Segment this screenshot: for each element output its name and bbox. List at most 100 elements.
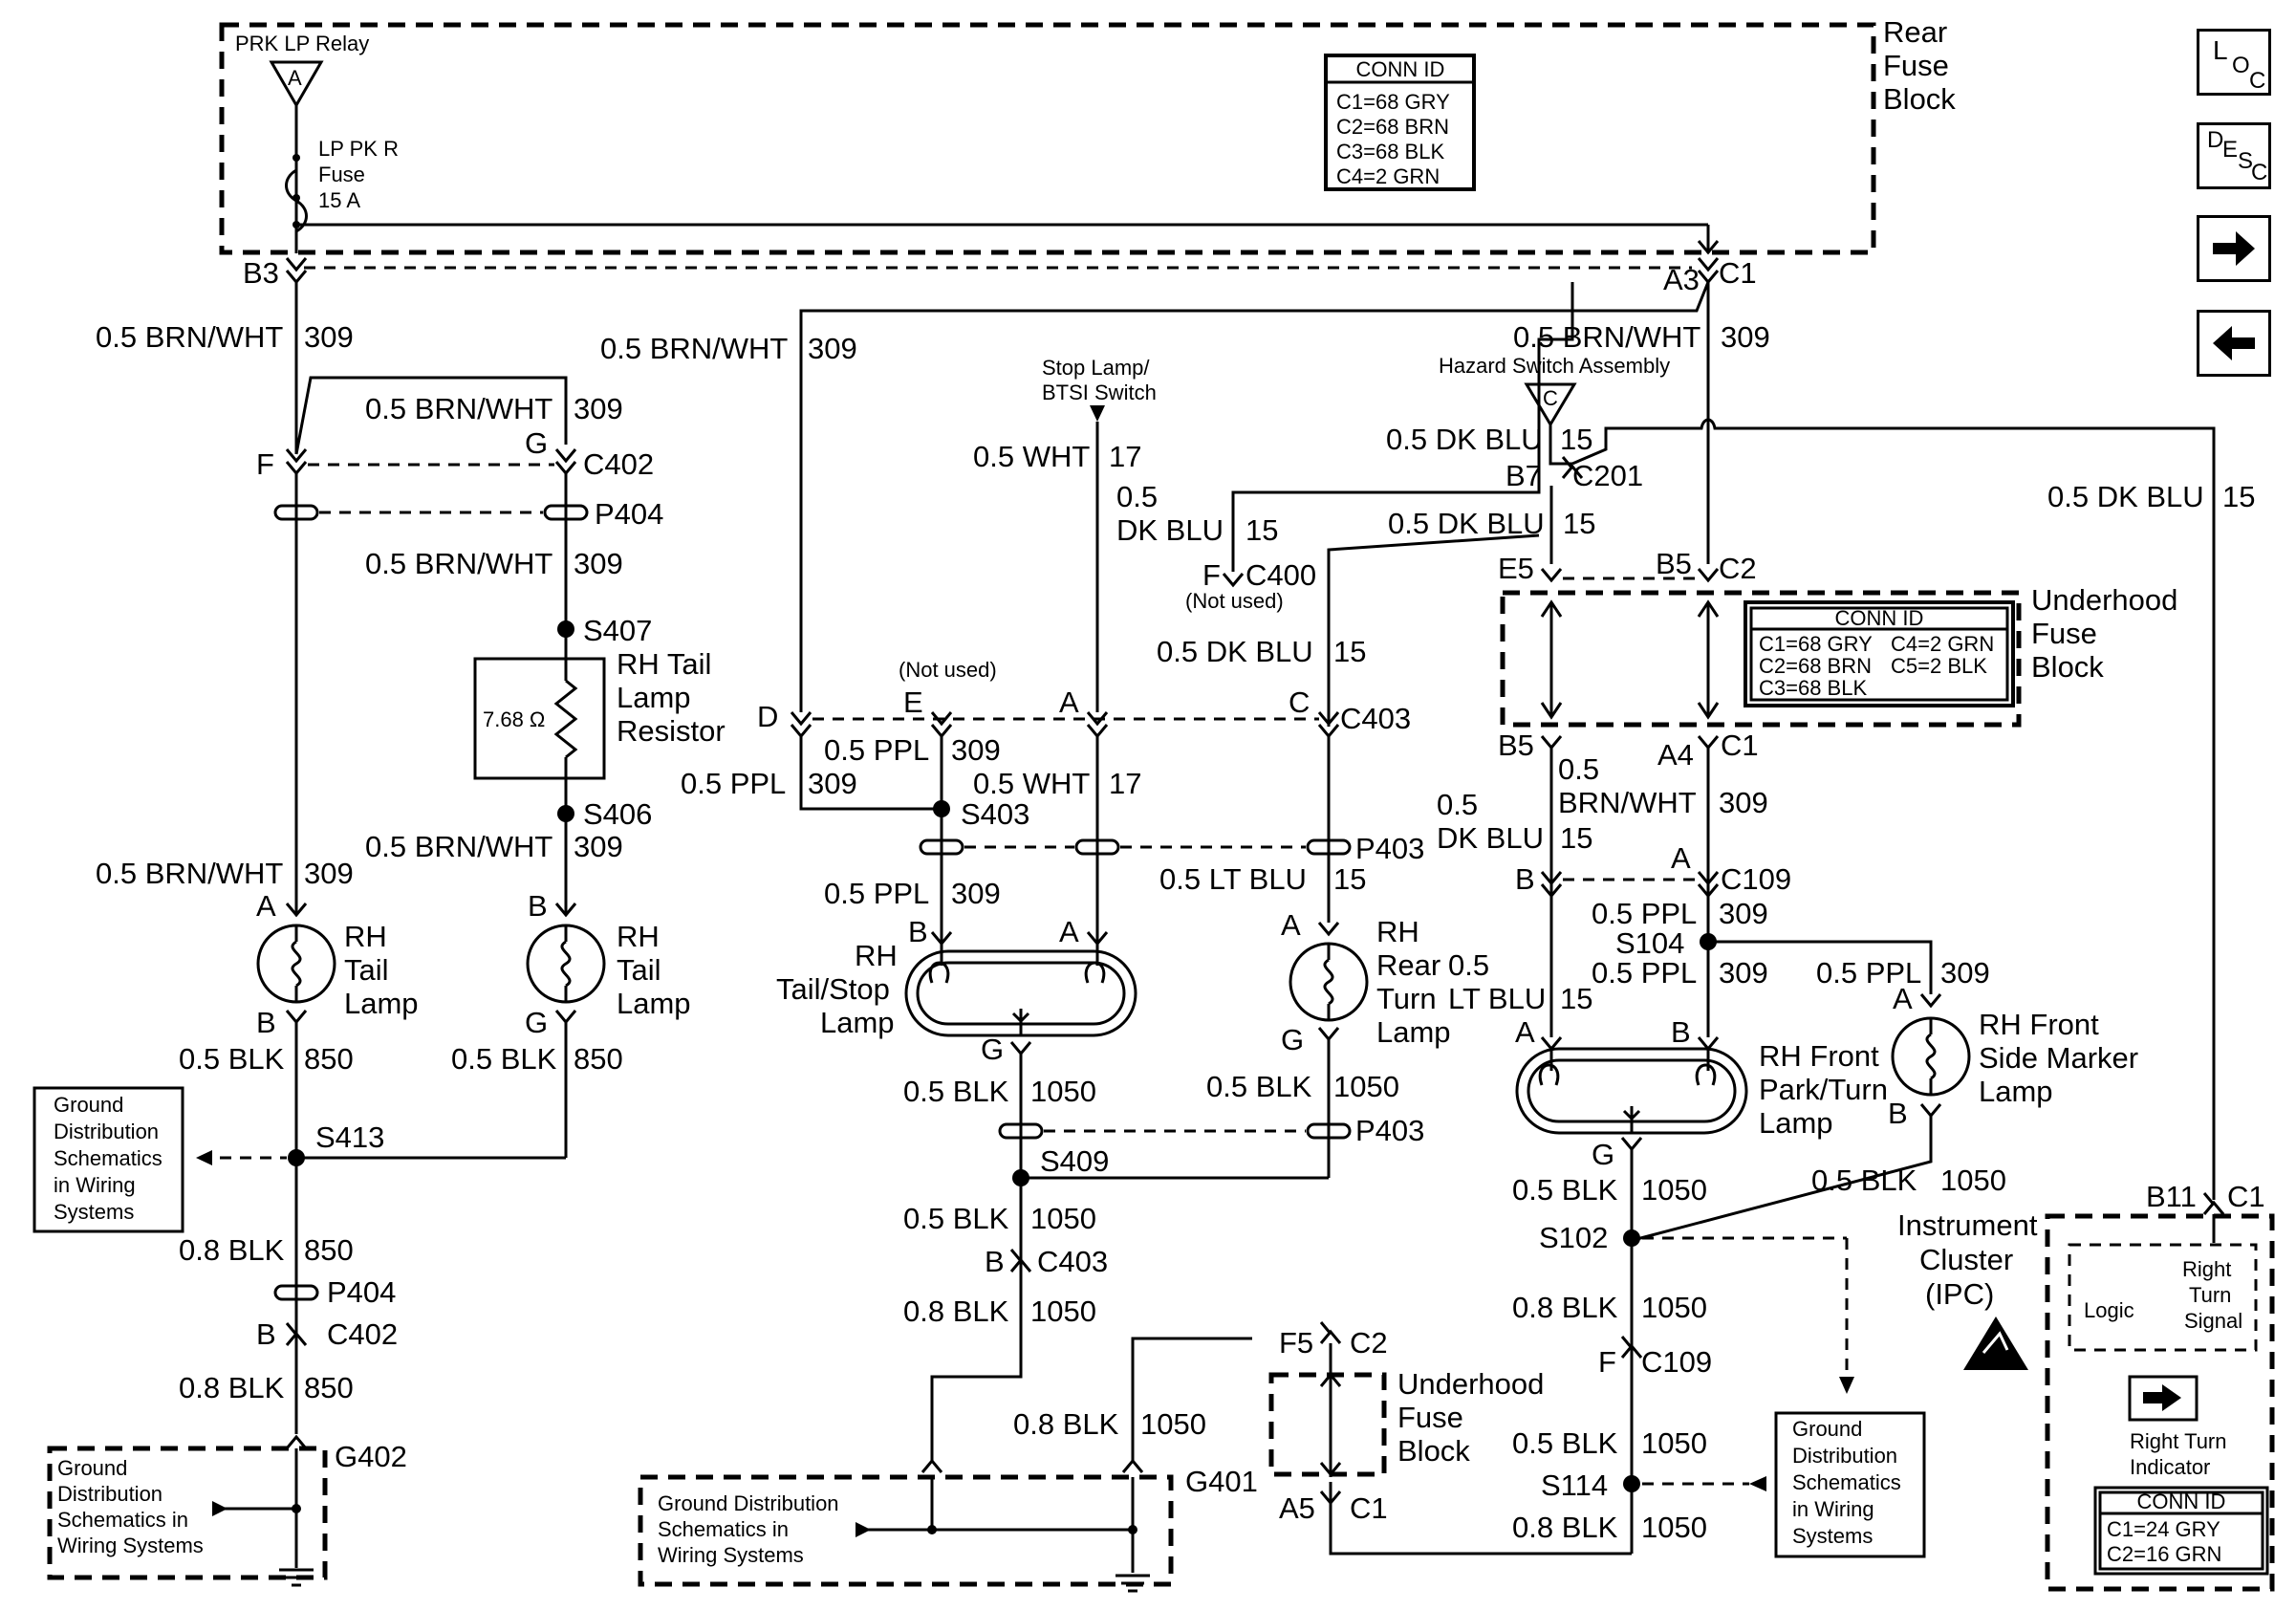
svg-text:0.5: 0.5 bbox=[1448, 948, 1489, 982]
svg-text:CONN ID: CONN ID bbox=[1835, 606, 1924, 630]
svg-text:0.5 DK BLU: 0.5 DK BLU bbox=[2047, 480, 2204, 513]
svg-text:0.5: 0.5 bbox=[1558, 752, 1599, 786]
svg-text:DK BLU: DK BLU bbox=[1116, 513, 1224, 547]
svg-text:Side Marker: Side Marker bbox=[1979, 1041, 2138, 1075]
svg-text:G: G bbox=[981, 1033, 1004, 1066]
pin-b3: B3 bbox=[243, 256, 279, 290]
svg-text:17: 17 bbox=[1109, 440, 1141, 473]
svg-text:Distribution: Distribution bbox=[57, 1482, 162, 1506]
svg-text:A: A bbox=[1515, 1015, 1535, 1049]
svg-text:B: B bbox=[1671, 1015, 1691, 1049]
svg-text:1050: 1050 bbox=[1940, 1164, 2006, 1197]
left-tail-circuit: 0.5 BRN/WHT 309 0.5 BRN/WHT 309 G F C402… bbox=[32, 282, 726, 1587]
svg-text:15: 15 bbox=[1560, 821, 1592, 855]
svg-text:0.5 BLK: 0.5 BLK bbox=[179, 1042, 285, 1076]
svg-text:(Not used): (Not used) bbox=[899, 658, 997, 682]
svg-text:Park/Turn: Park/Turn bbox=[1759, 1073, 1888, 1106]
conn-c1-ipc: C1 bbox=[2227, 1180, 2265, 1213]
splice-s403: S403 bbox=[961, 797, 1029, 831]
svg-text:Indicator: Indicator bbox=[2130, 1455, 2210, 1479]
svg-text:Lamp: Lamp bbox=[344, 987, 419, 1020]
conn-c2: C2 bbox=[1719, 552, 1757, 585]
svg-text:C1=24 GRY: C1=24 GRY bbox=[2107, 1517, 2220, 1541]
svg-text:RH: RH bbox=[1376, 915, 1419, 948]
svg-text:0.5 DK BLU: 0.5 DK BLU bbox=[1386, 423, 1543, 456]
svg-text:C2=68 BRN: C2=68 BRN bbox=[1336, 115, 1449, 139]
svg-text:0.5 BRN/WHT: 0.5 BRN/WHT bbox=[96, 320, 283, 354]
svg-text:B: B bbox=[1515, 862, 1535, 896]
desc-button[interactable]: D E S C bbox=[2197, 122, 2271, 189]
svg-text:A: A bbox=[1893, 982, 1913, 1015]
splice-s114: S114 bbox=[1541, 1469, 1608, 1502]
svg-text:B7: B7 bbox=[1505, 459, 1542, 492]
svg-text:B11: B11 bbox=[2146, 1180, 2197, 1213]
svg-text:0.5 BLK: 0.5 BLK bbox=[1512, 1173, 1618, 1207]
svg-text:C4=2 GRN: C4=2 GRN bbox=[1891, 632, 1994, 656]
conn-c403-lower: C403 bbox=[1037, 1245, 1108, 1278]
ground-g401: G401 bbox=[1185, 1465, 1258, 1498]
svg-text:A: A bbox=[288, 66, 302, 90]
relay-label: PRK LP Relay bbox=[235, 32, 369, 55]
svg-text:0.5 PPL: 0.5 PPL bbox=[681, 767, 786, 800]
svg-text:G: G bbox=[525, 426, 548, 460]
g402-box bbox=[47, 1446, 328, 1580]
svg-text:0.5 BLK: 0.5 BLK bbox=[451, 1042, 557, 1076]
pin-a3: A3 bbox=[1663, 263, 1700, 296]
svg-text:0.5 BRN/WHT: 0.5 BRN/WHT bbox=[96, 857, 283, 890]
svg-text:0.5 PPL: 0.5 PPL bbox=[1816, 956, 1921, 990]
svg-text:15: 15 bbox=[1245, 513, 1278, 547]
svg-text:G: G bbox=[1592, 1138, 1614, 1171]
conn-c400: C400 bbox=[1245, 558, 1316, 592]
arrow-right-icon bbox=[2213, 231, 2255, 266]
svg-text:Lamp: Lamp bbox=[1376, 1015, 1451, 1049]
svg-text:C2=16 GRN: C2=16 GRN bbox=[2107, 1542, 2221, 1566]
svg-text:F: F bbox=[256, 447, 274, 481]
svg-text:CONN ID: CONN ID bbox=[1356, 57, 1445, 81]
svg-text:0.5 BRN/WHT: 0.5 BRN/WHT bbox=[365, 392, 552, 425]
svg-text:1050: 1050 bbox=[1641, 1173, 1707, 1207]
svg-text:15 A: 15 A bbox=[318, 188, 360, 212]
svg-text:Distribution: Distribution bbox=[1792, 1444, 1897, 1468]
svg-text:Ground Distribution: Ground Distribution bbox=[658, 1491, 839, 1515]
svg-text:309: 309 bbox=[1721, 320, 1770, 354]
svg-text:C: C bbox=[1289, 685, 1310, 719]
rear-fuse-block-title: Rear bbox=[1883, 15, 1947, 49]
svg-text:Lamp: Lamp bbox=[617, 987, 691, 1020]
svg-text:0.5 BRN/WHT: 0.5 BRN/WHT bbox=[1513, 320, 1700, 354]
svg-text:A5: A5 bbox=[1279, 1491, 1315, 1525]
svg-text:BTSI Switch: BTSI Switch bbox=[1042, 381, 1157, 404]
svg-text:Schematics in: Schematics in bbox=[57, 1508, 188, 1532]
svg-text:Block: Block bbox=[1397, 1434, 1470, 1468]
svg-text:1050: 1050 bbox=[1641, 1511, 1707, 1544]
svg-text:850: 850 bbox=[304, 1371, 354, 1404]
next-button[interactable] bbox=[2197, 215, 2271, 282]
svg-text:0.5 DK BLU: 0.5 DK BLU bbox=[1388, 507, 1545, 540]
splice-s406: S406 bbox=[583, 797, 652, 831]
prev-button[interactable] bbox=[2197, 310, 2271, 377]
svg-text:Systems: Systems bbox=[54, 1200, 134, 1224]
hazard-switch-label: Hazard Switch Assembly bbox=[1439, 354, 1670, 378]
relay-triangle bbox=[269, 60, 324, 108]
svg-text:0.5 PPL: 0.5 PPL bbox=[1592, 956, 1697, 990]
svg-text:Resistor: Resistor bbox=[617, 714, 726, 748]
stop-lamp-switch-label: Stop Lamp/ bbox=[1042, 356, 1150, 380]
svg-text:Cluster: Cluster bbox=[1919, 1243, 2013, 1276]
conn-c2-lower: C2 bbox=[1350, 1326, 1388, 1360]
svg-text:0.8 BLK: 0.8 BLK bbox=[1013, 1407, 1119, 1441]
svg-text:15: 15 bbox=[1333, 862, 1366, 896]
svg-text:850: 850 bbox=[574, 1042, 623, 1076]
svg-text:B: B bbox=[1888, 1097, 1908, 1130]
svg-text:309: 309 bbox=[304, 857, 354, 890]
svg-text:Wiring Systems: Wiring Systems bbox=[57, 1534, 204, 1557]
svg-text:0.5 BLK: 0.5 BLK bbox=[903, 1075, 1009, 1108]
loc-button[interactable]: L O C bbox=[2197, 29, 2271, 96]
svg-text:F: F bbox=[1598, 1345, 1616, 1379]
svg-text:1050: 1050 bbox=[1641, 1291, 1707, 1324]
svg-text:C5=2 BLK: C5=2 BLK bbox=[1891, 654, 1987, 678]
svg-text:in Wiring: in Wiring bbox=[1792, 1497, 1874, 1521]
svg-text:Rear: Rear bbox=[1376, 948, 1440, 982]
svg-text:850: 850 bbox=[304, 1233, 354, 1267]
svg-text:15: 15 bbox=[1333, 635, 1366, 668]
svg-text:A: A bbox=[1059, 915, 1079, 948]
svg-text:Lamp: Lamp bbox=[820, 1006, 895, 1039]
